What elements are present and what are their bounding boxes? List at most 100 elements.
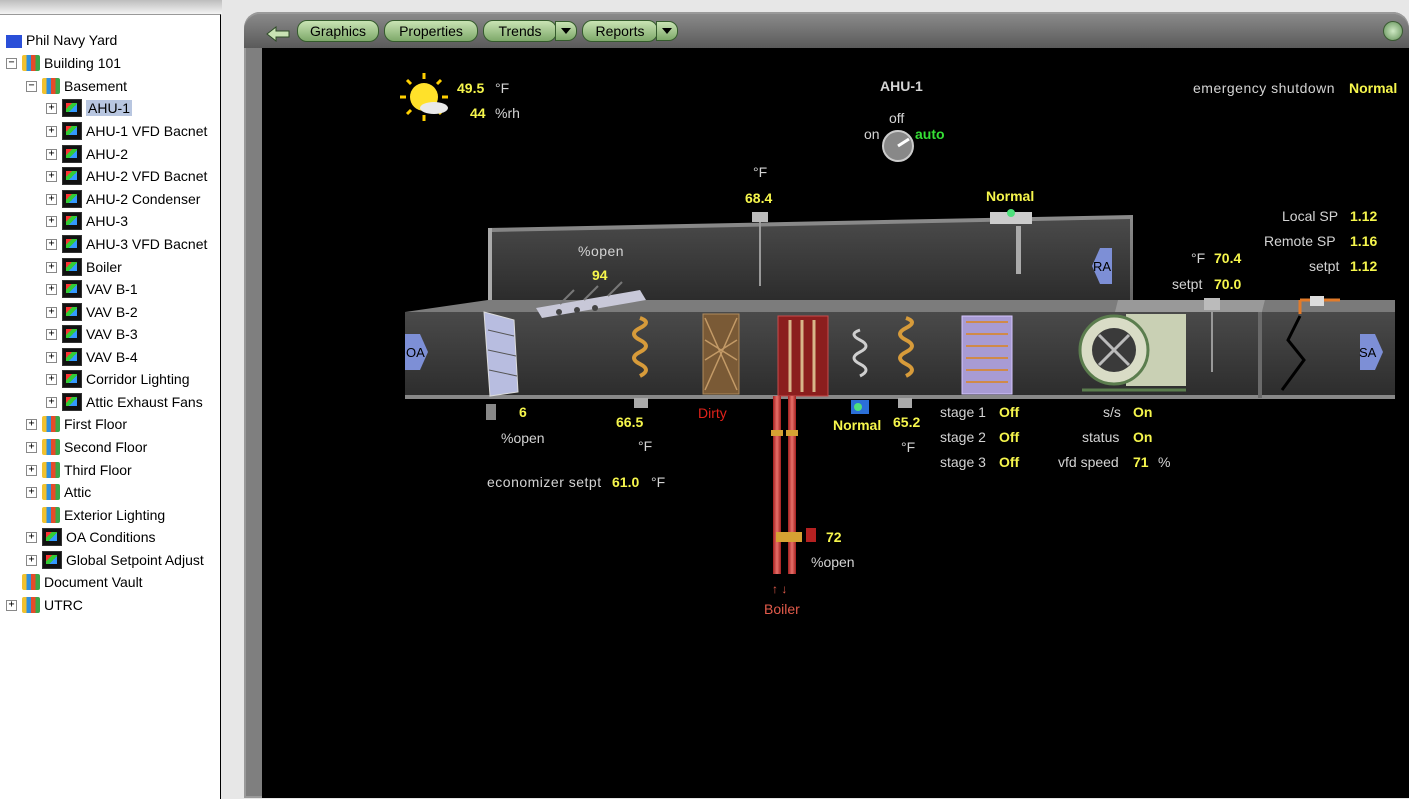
oa-temp-value[interactable]: 49.5 <box>457 80 485 96</box>
expand-icon[interactable]: + <box>46 148 57 160</box>
tree-node-boiler[interactable]: + Boiler <box>46 257 122 277</box>
supply-setpt-value[interactable]: 70.0 <box>1214 276 1242 292</box>
tree-node-ahu-2-condenser[interactable]: + AHU-2 Condenser <box>46 189 200 209</box>
collapse-icon[interactable]: − <box>26 80 37 92</box>
tree-node-label[interactable]: Basement <box>64 78 128 94</box>
tree-node-label[interactable]: VAV B-2 <box>86 304 138 320</box>
expand-icon[interactable]: + <box>46 238 57 250</box>
local-sp-value[interactable]: 1.12 <box>1350 208 1378 224</box>
tree-node-document-vault[interactable]: Document Vault <box>6 572 143 592</box>
pump-status[interactable]: Normal <box>833 417 882 433</box>
remote-sp-value[interactable]: 1.16 <box>1350 233 1378 249</box>
expand-icon[interactable]: + <box>46 351 57 363</box>
expand-icon[interactable]: + <box>46 373 57 385</box>
tree-node-corridor-lighting[interactable]: + Corridor Lighting <box>46 369 190 389</box>
tree-node-oa-conditions[interactable]: + OA Conditions <box>26 527 156 547</box>
tree-node-label[interactable]: Corridor Lighting <box>86 371 190 387</box>
expand-icon[interactable]: + <box>46 328 57 340</box>
tree-node-label[interactable]: Document Vault <box>44 574 143 590</box>
tree-node-utrc[interactable]: + UTRC <box>6 595 83 615</box>
tree-node-third-floor[interactable]: + Third Floor <box>26 460 132 480</box>
expand-icon[interactable]: + <box>46 170 57 182</box>
tree-node-ahu-3-vfd[interactable]: + AHU-3 VFD Bacnet <box>46 234 207 254</box>
reports-dropdown-icon[interactable] <box>656 21 678 41</box>
tree-node-ahu-2[interactable]: + AHU-2 <box>46 144 128 164</box>
reports-button[interactable]: Reports <box>582 20 658 42</box>
navigation-tree[interactable]: Phil Navy Yard − Building 101 − Basement… <box>0 14 221 799</box>
tree-node-label[interactable]: Boiler <box>86 259 122 275</box>
tree-node-label[interactable]: AHU-3 VFD Bacnet <box>86 236 208 252</box>
tree-node-label[interactable]: Third Floor <box>64 462 132 478</box>
emergency-shutdown-value[interactable]: Normal <box>1349 80 1398 96</box>
expand-icon[interactable]: + <box>26 441 37 453</box>
tree-node-label[interactable]: AHU-3 <box>86 213 129 229</box>
smoke-detector-status[interactable]: Normal <box>986 188 1035 204</box>
tree-node-label[interactable]: AHU-1 VFD Bacnet <box>86 123 208 139</box>
expand-icon[interactable]: + <box>46 193 57 205</box>
expand-icon[interactable]: + <box>26 464 37 476</box>
filter-status[interactable]: Dirty <box>698 405 727 421</box>
expand-icon[interactable]: + <box>46 306 57 318</box>
tree-node-label[interactable]: AHU-2 <box>86 146 129 162</box>
boiler-link[interactable]: Boiler <box>764 601 800 617</box>
expand-icon[interactable]: + <box>46 396 57 408</box>
trends-dropdown-icon[interactable] <box>555 21 577 41</box>
oa-damper-value[interactable]: 6 <box>519 404 527 420</box>
tree-node-label[interactable]: Exterior Lighting <box>64 507 166 523</box>
fan-ss-value[interactable]: On <box>1133 404 1153 420</box>
graphics-button[interactable]: Graphics <box>297 20 379 42</box>
return-temp-value[interactable]: 68.4 <box>745 190 773 206</box>
tree-node-ahu-1-vfd[interactable]: + AHU-1 VFD Bacnet <box>46 121 207 141</box>
expand-icon[interactable]: + <box>26 418 37 430</box>
tree-node-label[interactable]: VAV B-1 <box>86 281 138 297</box>
tree-node-label[interactable]: Second Floor <box>64 439 148 455</box>
tree-node-phil-navy-yard[interactable]: Phil Navy Yard <box>6 30 117 50</box>
tree-node-ahu-1[interactable]: + AHU-1 <box>46 98 133 118</box>
expand-icon[interactable]: + <box>46 283 57 295</box>
tree-node-label[interactable]: Building 101 <box>44 55 122 71</box>
tree-node-label-selected[interactable]: AHU-1 <box>86 100 133 116</box>
tree-node-building-101[interactable]: − Building 101 <box>6 53 121 73</box>
fan-status-value[interactable]: On <box>1133 429 1153 445</box>
tree-node-second-floor[interactable]: + Second Floor <box>26 437 147 457</box>
valve-position-value[interactable]: 72 <box>826 529 842 545</box>
expand-icon[interactable]: + <box>46 102 57 114</box>
mixed-air-temp-value[interactable]: 66.5 <box>616 414 644 430</box>
tree-node-label[interactable]: OA Conditions <box>66 529 156 545</box>
expand-icon[interactable]: + <box>26 531 37 543</box>
tree-node-label[interactable]: AHU-2 VFD Bacnet <box>86 168 208 184</box>
tree-node-label[interactable]: VAV B-4 <box>86 349 138 365</box>
tree-node-label[interactable]: UTRC <box>44 597 83 613</box>
tree-node-attic[interactable]: + Attic <box>26 482 91 502</box>
expand-icon[interactable]: + <box>26 554 37 566</box>
tree-node-label[interactable]: VAV B-3 <box>86 326 138 342</box>
economizer-setpt-value[interactable]: 61.0 <box>612 474 640 490</box>
oa-humidity-value[interactable]: 44 <box>470 105 486 121</box>
tree-node-basement[interactable]: − Basement <box>26 76 127 96</box>
tree-node-label[interactable]: Attic <box>64 484 92 500</box>
tree-node-exterior-lighting[interactable]: Exterior Lighting <box>26 505 165 525</box>
collapse-icon[interactable]: − <box>6 57 17 69</box>
tree-node-vav-b3[interactable]: + VAV B-3 <box>46 324 138 344</box>
tree-node-label[interactable]: Phil Navy Yard <box>26 32 118 48</box>
tree-node-vav-b1[interactable]: + VAV B-1 <box>46 279 138 299</box>
expand-icon[interactable]: + <box>6 599 17 611</box>
tree-node-label[interactable]: Global Setpoint Adjust <box>66 552 204 568</box>
vfd-speed-value[interactable]: 71 <box>1133 454 1149 470</box>
tree-node-label[interactable]: Attic Exhaust Fans <box>86 394 203 410</box>
supply-temp-value[interactable]: 70.4 <box>1214 250 1242 266</box>
discharge-temp-value[interactable]: 65.2 <box>893 414 921 430</box>
trends-button[interactable]: Trends <box>483 20 557 42</box>
tree-node-label[interactable]: AHU-2 Condenser <box>86 191 201 207</box>
back-arrow-icon[interactable] <box>266 26 290 42</box>
tree-node-attic-exhaust-fans[interactable]: + Attic Exhaust Fans <box>46 392 203 412</box>
expand-icon[interactable]: + <box>26 486 37 498</box>
stage2-value[interactable]: Off <box>999 429 1020 445</box>
expand-icon[interactable]: + <box>46 261 57 273</box>
properties-button[interactable]: Properties <box>384 20 478 42</box>
tree-node-first-floor[interactable]: + First Floor <box>26 414 127 434</box>
tree-node-label[interactable]: First Floor <box>64 416 127 432</box>
tree-node-ahu-3[interactable]: + AHU-3 <box>46 211 128 231</box>
stage3-value[interactable]: Off <box>999 454 1020 470</box>
expand-icon[interactable]: + <box>46 215 57 227</box>
